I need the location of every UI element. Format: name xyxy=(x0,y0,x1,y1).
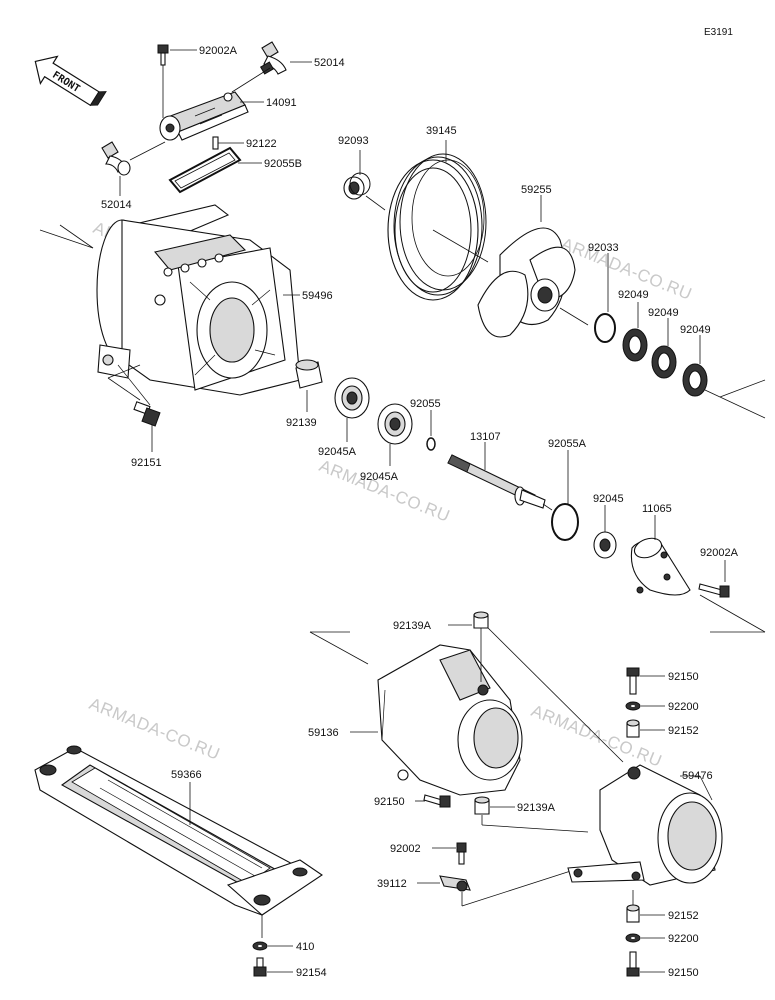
part-label: 11065 xyxy=(642,503,672,515)
part-92055-o-ring xyxy=(426,437,436,451)
part-92002A-top-bolt xyxy=(157,44,169,66)
part-label: 92150 xyxy=(668,967,699,979)
part-label: 92002A xyxy=(199,45,238,57)
part-92045A-bearing-a xyxy=(334,377,370,419)
part-92002A-right-bolt xyxy=(698,583,730,598)
part-label: 13107 xyxy=(470,431,501,443)
part-label: 92045 xyxy=(593,493,624,505)
part-59476-deflector-nozzle xyxy=(567,764,723,886)
part-label: 92154 xyxy=(296,967,327,979)
part-label: 59366 xyxy=(171,769,202,781)
part-92200-bottom-washer xyxy=(625,933,641,943)
part-410-washer xyxy=(252,941,268,951)
part-92151-bolt xyxy=(133,401,161,427)
part-label: 92049 xyxy=(618,289,649,301)
part-label: 92200 xyxy=(668,701,699,713)
part-52014-left-fitting xyxy=(101,141,131,176)
part-label: 92139A xyxy=(393,620,432,632)
part-92139A-bottom-collar xyxy=(474,796,490,815)
part-label: 59255 xyxy=(521,184,552,196)
part-92055A-o-ring xyxy=(551,503,579,541)
part-92122-pin xyxy=(212,136,219,150)
part-label: 92002 xyxy=(390,843,421,855)
part-13107-drive-shaft xyxy=(447,454,546,509)
part-label: 410 xyxy=(296,941,314,953)
part-59255-impeller xyxy=(477,227,576,338)
part-label: 92151 xyxy=(131,457,162,469)
part-39145-liner xyxy=(387,153,487,301)
part-92055B-o-ring xyxy=(168,146,242,194)
watermark: ARMADA-CO.RU xyxy=(87,694,223,764)
part-92049-seal-b xyxy=(651,345,677,379)
part-92150-mid-bolt xyxy=(423,794,451,808)
part-59136-nozzle xyxy=(377,644,523,796)
part-label: 92122 xyxy=(246,138,277,150)
part-label: 39112 xyxy=(377,878,407,890)
part-label: 92150 xyxy=(668,671,699,683)
part-92152-top-collar xyxy=(626,719,640,738)
part-label: 92045A xyxy=(318,446,357,458)
diagram-code: E3191 xyxy=(704,27,733,38)
part-label: 59496 xyxy=(302,290,333,302)
part-92093-bushing xyxy=(343,172,371,200)
part-92045-bearing xyxy=(593,531,617,559)
part-92139-bushing xyxy=(295,359,323,389)
part-label: 59476 xyxy=(682,770,713,782)
part-label: 59136 xyxy=(308,727,339,739)
part-59366-intake-grate xyxy=(34,745,323,916)
part-label: 92152 xyxy=(668,725,699,737)
part-label: 92093 xyxy=(338,135,369,147)
part-92154-bolt xyxy=(253,957,267,977)
part-92045A-bearing-b xyxy=(377,403,413,445)
part-11065-cap xyxy=(630,537,691,596)
part-label: 92152 xyxy=(668,910,699,922)
part-92002-bolt xyxy=(456,842,467,865)
part-92152-bottom-collar xyxy=(626,904,640,923)
part-label: 92045A xyxy=(360,471,399,483)
part-label: 92139A xyxy=(517,802,556,814)
part-labels: 92002A 52014 14091 92122 92055B 52014 59… xyxy=(101,45,739,979)
part-label: 14091 xyxy=(266,97,297,109)
part-label: 92139 xyxy=(286,417,317,429)
part-92049-seal-c xyxy=(682,363,708,397)
part-label: 52014 xyxy=(314,57,345,69)
part-59496-pump-case xyxy=(39,204,301,406)
part-92033-circlip xyxy=(594,313,616,343)
part-52014-top-fitting xyxy=(259,41,287,75)
part-14091-bleeder-body xyxy=(159,91,249,141)
part-92049-seal-a xyxy=(622,328,648,362)
part-label: 92200 xyxy=(668,933,699,945)
part-label: 92150 xyxy=(374,796,405,808)
front-direction-arrow: FRONT xyxy=(34,55,107,107)
part-label: 92055 xyxy=(410,398,441,410)
part-label: 92002A xyxy=(700,547,739,559)
watermark: ARMADA-CO.RU xyxy=(317,456,453,526)
part-92150-top-bolt xyxy=(626,667,640,695)
part-label: 92033 xyxy=(588,242,619,254)
part-label: 92055A xyxy=(548,438,587,450)
part-92139A-top-collar xyxy=(473,611,489,629)
part-39112-lever xyxy=(439,875,471,892)
part-label: 92049 xyxy=(680,324,711,336)
part-92200-top-washer xyxy=(625,701,641,711)
part-label: 52014 xyxy=(101,199,132,211)
part-92150-bottom-bolt xyxy=(626,951,640,977)
part-label: 39145 xyxy=(426,125,457,137)
part-label: 92049 xyxy=(648,307,679,319)
part-label: 92055B xyxy=(264,158,302,170)
